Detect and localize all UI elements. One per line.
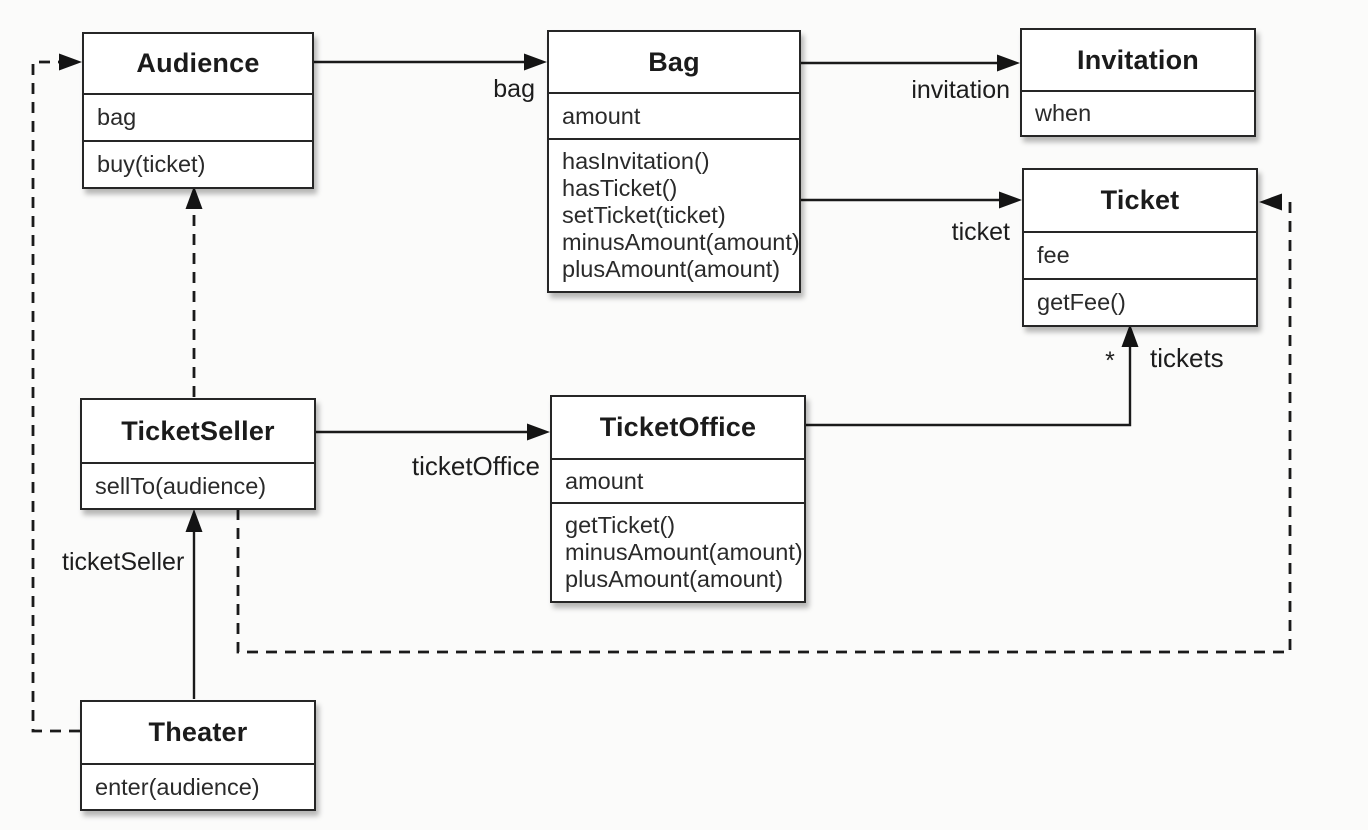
- class-name: TicketOffice: [599, 412, 757, 442]
- arrowhead-right-icon: [997, 54, 1020, 72]
- arrowhead-up-icon: [185, 186, 203, 209]
- edge-ticketseller-audience-dashed: [185, 186, 203, 397]
- arrowhead-right-icon: [999, 191, 1022, 209]
- class-name: Theater: [148, 717, 248, 747]
- class-attribute: amount: [549, 92, 799, 138]
- edge-ticketseller-ticket-dashed: [236, 193, 1292, 654]
- class-method: plusAmount(amount): [565, 566, 784, 592]
- arrowhead-left-icon: [1259, 193, 1282, 211]
- edge-label-ticketseller: ticketSeller: [62, 548, 185, 576]
- edge-ticketseller-ticketoffice: [314, 423, 550, 441]
- arrowhead-right-icon: [524, 53, 547, 71]
- class-method: buy(ticket): [84, 140, 312, 187]
- edge-multiplicity-star: *: [1105, 347, 1115, 375]
- class-attribute: when: [1022, 90, 1254, 135]
- class-box-invitation: Invitation when: [1020, 28, 1256, 137]
- class-box-bag: Bag amount hasInvitation() hasTicket() s…: [547, 30, 801, 293]
- class-name: Bag: [648, 46, 700, 77]
- edge-audience-bag: [312, 53, 547, 71]
- edge-label-ticket: ticket: [951, 218, 1010, 246]
- class-attribute: amount: [552, 458, 804, 502]
- edge-bag-invitation: [799, 54, 1020, 72]
- class-method: setTicket(ticket): [562, 202, 726, 228]
- class-method: enter(audience): [82, 763, 314, 809]
- edge-ticketoffice-ticket: [804, 324, 1139, 427]
- edge-label-tickets: tickets: [1150, 343, 1224, 373]
- edge-theater-ticketseller: [185, 509, 203, 699]
- class-box-theater: Theater enter(audience): [80, 700, 316, 811]
- class-methods: hasInvitation() hasTicket() setTicket(ti…: [549, 138, 800, 291]
- class-attribute: fee: [1024, 231, 1256, 278]
- class-method: plusAmount(amount): [562, 256, 781, 282]
- arrowhead-up-icon: [185, 509, 203, 532]
- edge-label-invitation: invitation: [911, 76, 1010, 104]
- edge-label-ticketoffice: ticketOffice: [411, 451, 540, 481]
- class-name: Audience: [136, 48, 260, 78]
- class-method: hasTicket(): [562, 175, 678, 201]
- class-method: minusAmount(amount): [565, 539, 803, 565]
- class-method: hasInvitation(): [562, 148, 710, 174]
- class-box-ticket: Ticket fee getFee(): [1022, 168, 1258, 327]
- class-name: Ticket: [1100, 185, 1180, 215]
- class-method: minusAmount(amount): [562, 229, 800, 255]
- arrowhead-up-icon: [1121, 324, 1139, 347]
- class-name: Invitation: [1077, 44, 1199, 75]
- edge-label-bag: bag: [493, 75, 535, 103]
- class-method: getFee(): [1024, 278, 1256, 325]
- class-methods: getTicket() minusAmount(amount) plusAmou…: [552, 502, 804, 601]
- arrowhead-right-icon: [527, 423, 550, 441]
- class-method: sellTo(audience): [82, 462, 314, 508]
- class-method: getTicket(): [565, 512, 676, 538]
- arrowhead-right-icon: [59, 53, 82, 71]
- class-box-ticketoffice: TicketOffice amount getTicket() minusAmo…: [550, 395, 806, 603]
- class-attribute: bag: [84, 93, 312, 140]
- edge-bag-ticket: [799, 191, 1022, 209]
- class-box-audience: Audience bag buy(ticket): [82, 32, 314, 189]
- edge-theater-audience-dashed: [31, 53, 82, 733]
- class-box-ticketseller: TicketSeller sellTo(audience): [80, 398, 316, 510]
- class-name: TicketSeller: [121, 415, 275, 446]
